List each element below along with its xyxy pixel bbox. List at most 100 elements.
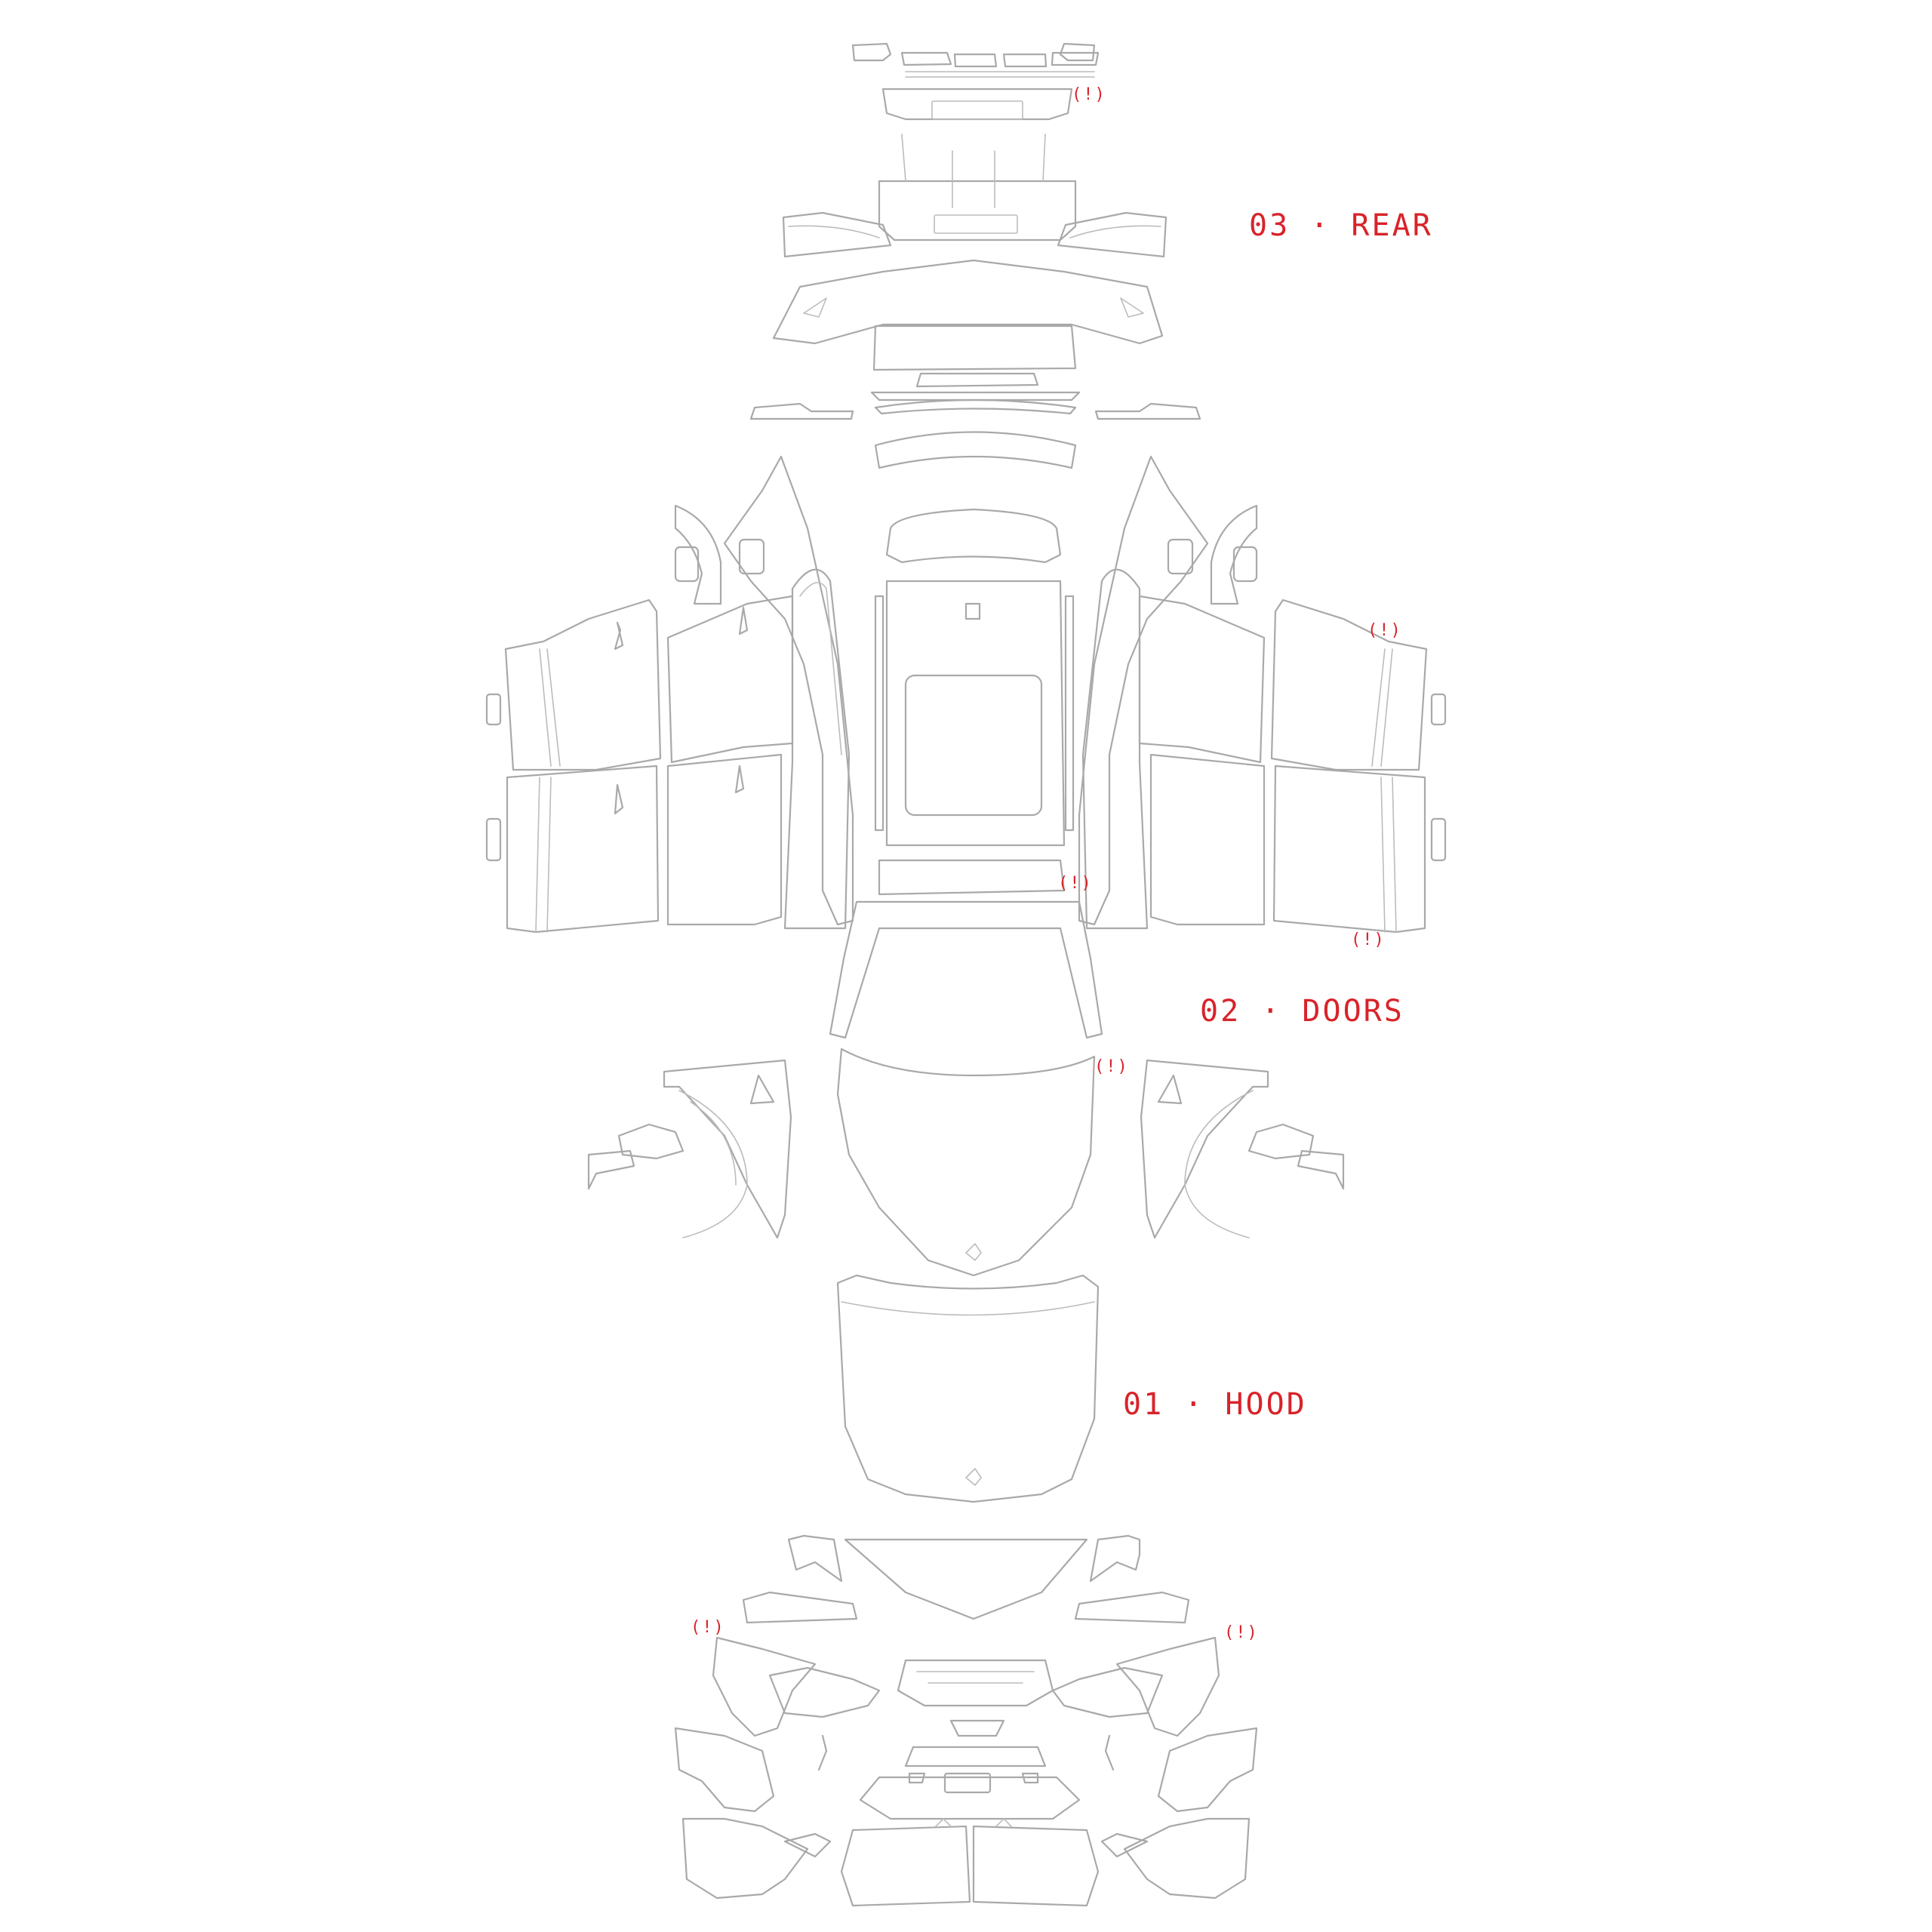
trunk-lid bbox=[772, 259, 1164, 345]
right-fender-vent bbox=[1157, 1074, 1183, 1105]
hood-upper bbox=[836, 1048, 1096, 1277]
left-front-door-handle bbox=[738, 606, 749, 635]
bumper-chin-tow-marks bbox=[935, 1818, 1012, 1827]
windshield-header bbox=[878, 859, 1066, 896]
right-mirror-arm bbox=[1297, 1149, 1345, 1190]
bumper-right-strut bbox=[1104, 1734, 1115, 1771]
bumper-left-corner bbox=[712, 1636, 817, 1737]
bumper-right-fog bbox=[1021, 1772, 1039, 1784]
left-front-fender bbox=[663, 1059, 792, 1239]
left-mirror-cap-upper bbox=[485, 693, 502, 726]
rear-light-left bbox=[900, 51, 952, 66]
rear-bumper-left-wing bbox=[782, 211, 892, 258]
right-quarter-panel bbox=[1078, 455, 1209, 926]
right-mirror-cap-upper bbox=[1430, 693, 1447, 726]
rear-quarter-trim-right bbox=[1094, 402, 1201, 420]
rear-light-right bbox=[1051, 51, 1100, 66]
hood-panel-seam bbox=[841, 1301, 1095, 1316]
bumper-top-left-corner bbox=[787, 1534, 843, 1583]
rear-deck-strip-2 bbox=[874, 398, 1077, 415]
right-rear-door-upper bbox=[1270, 598, 1428, 771]
rear-deck-strip-1 bbox=[870, 391, 1081, 401]
warning-marker-windshield-header: (!) bbox=[1058, 874, 1093, 893]
bumper-center-emblem bbox=[949, 1719, 1005, 1737]
bumper-left-side-lower bbox=[674, 1727, 775, 1813]
hood-upper-badge bbox=[965, 1243, 982, 1261]
roof-rail-right bbox=[1064, 595, 1075, 832]
bumper-top-right-corner bbox=[1089, 1534, 1141, 1583]
bumper-left-bracket bbox=[783, 1832, 832, 1858]
rear-plate-recess-top bbox=[931, 100, 1023, 120]
door-parts bbox=[485, 455, 1447, 1277]
section-label-rear: 03 · REAR bbox=[1249, 208, 1433, 243]
left-mirror-cap-lower bbox=[485, 817, 502, 862]
right-rear-door-lower bbox=[1272, 764, 1426, 934]
warning-marker-rear-diffuser: (!) bbox=[1072, 85, 1106, 104]
warning-markers: (!) (!) (!) (!) (!) (!) (!) bbox=[691, 85, 1402, 1642]
hood-panel bbox=[836, 1274, 1100, 1503]
left-rear-door-seam bbox=[539, 648, 561, 767]
left-door-window-frame bbox=[783, 568, 851, 930]
bumper-center-lower bbox=[904, 1746, 1047, 1767]
rear-parts bbox=[749, 42, 1201, 469]
hood-panel-badge bbox=[965, 1468, 982, 1486]
right-c-pillar bbox=[1210, 504, 1258, 605]
rear-quarter-trim-left bbox=[749, 402, 854, 420]
warning-marker-right-rear-door: (!) bbox=[1367, 621, 1402, 640]
left-mirror-base bbox=[617, 1123, 685, 1160]
rear-light-right-outer bbox=[1059, 42, 1096, 62]
warning-marker-bumper-left: (!) bbox=[691, 1618, 725, 1637]
bumper-left-strut bbox=[817, 1734, 828, 1771]
rear-window-strip bbox=[874, 431, 1077, 469]
bumper-lower-center-plate bbox=[859, 1776, 1081, 1820]
right-front-door-lower bbox=[1149, 753, 1266, 926]
bumper-plate-recess bbox=[943, 1772, 992, 1794]
left-mirror-arm bbox=[587, 1149, 635, 1190]
rear-bumper-struts bbox=[901, 134, 1046, 208]
left-fender-arch bbox=[678, 1090, 748, 1238]
bumper-right-side-lower bbox=[1157, 1727, 1258, 1813]
roof-antenna-mark bbox=[964, 602, 981, 620]
bumper-right-intake bbox=[1051, 1666, 1164, 1718]
trunk-lower-panel bbox=[872, 325, 1077, 371]
right-rear-door-seam bbox=[1371, 648, 1393, 767]
section-labels: 03 · REAR 02 · DOORS 01 · HOOD bbox=[1123, 208, 1433, 1422]
roof-sunroof bbox=[904, 674, 1043, 817]
warning-marker-bumper-right: (!) bbox=[1224, 1623, 1259, 1642]
rear-light-center-right bbox=[1002, 53, 1048, 68]
bumper-right-lip bbox=[1074, 1591, 1190, 1624]
rear-light-center-left bbox=[953, 53, 998, 68]
rear-light-left-outer bbox=[851, 42, 892, 62]
trunk-lid-right-vent bbox=[1120, 297, 1144, 318]
right-front-fender bbox=[1140, 1059, 1269, 1239]
left-door-window-inner bbox=[799, 582, 842, 755]
left-rear-door-handle bbox=[614, 621, 624, 651]
section-label-doors: 02 · DOORS bbox=[1200, 994, 1404, 1029]
bumper-right-corner bbox=[1115, 1636, 1220, 1737]
bumper-chin-left bbox=[840, 1825, 971, 1907]
right-door-window-frame bbox=[1081, 568, 1149, 930]
right-small-cover bbox=[1167, 538, 1194, 575]
warning-marker-right-door-sill: (!) bbox=[1351, 931, 1386, 949]
bumper-left-lip bbox=[742, 1591, 858, 1624]
rear-plate-recess bbox=[934, 214, 1018, 234]
rear-bumper-center bbox=[878, 180, 1077, 242]
rear-bumper-left-line bbox=[788, 225, 880, 238]
left-fender-vent bbox=[749, 1074, 775, 1105]
bumper-top-center bbox=[844, 1538, 1088, 1620]
left-fuel-door bbox=[674, 546, 700, 583]
right-mirror-base bbox=[1247, 1123, 1315, 1160]
roof-spoiler bbox=[885, 508, 1062, 564]
bumper-center-grille-top bbox=[897, 1659, 1054, 1707]
bumper-left-fog bbox=[908, 1772, 926, 1784]
rear-bumper-right-wing bbox=[1057, 211, 1168, 258]
warning-marker-hood-upper: (!) bbox=[1094, 1057, 1129, 1076]
bumper-left-intake bbox=[768, 1666, 881, 1718]
bumper-center-grille-lines bbox=[916, 1671, 1035, 1684]
right-mirror-cap-lower bbox=[1430, 817, 1447, 862]
right-fender-arch bbox=[1184, 1090, 1254, 1238]
trunk-lid-left-vent bbox=[803, 297, 827, 318]
left-front-door-upper bbox=[666, 595, 794, 764]
